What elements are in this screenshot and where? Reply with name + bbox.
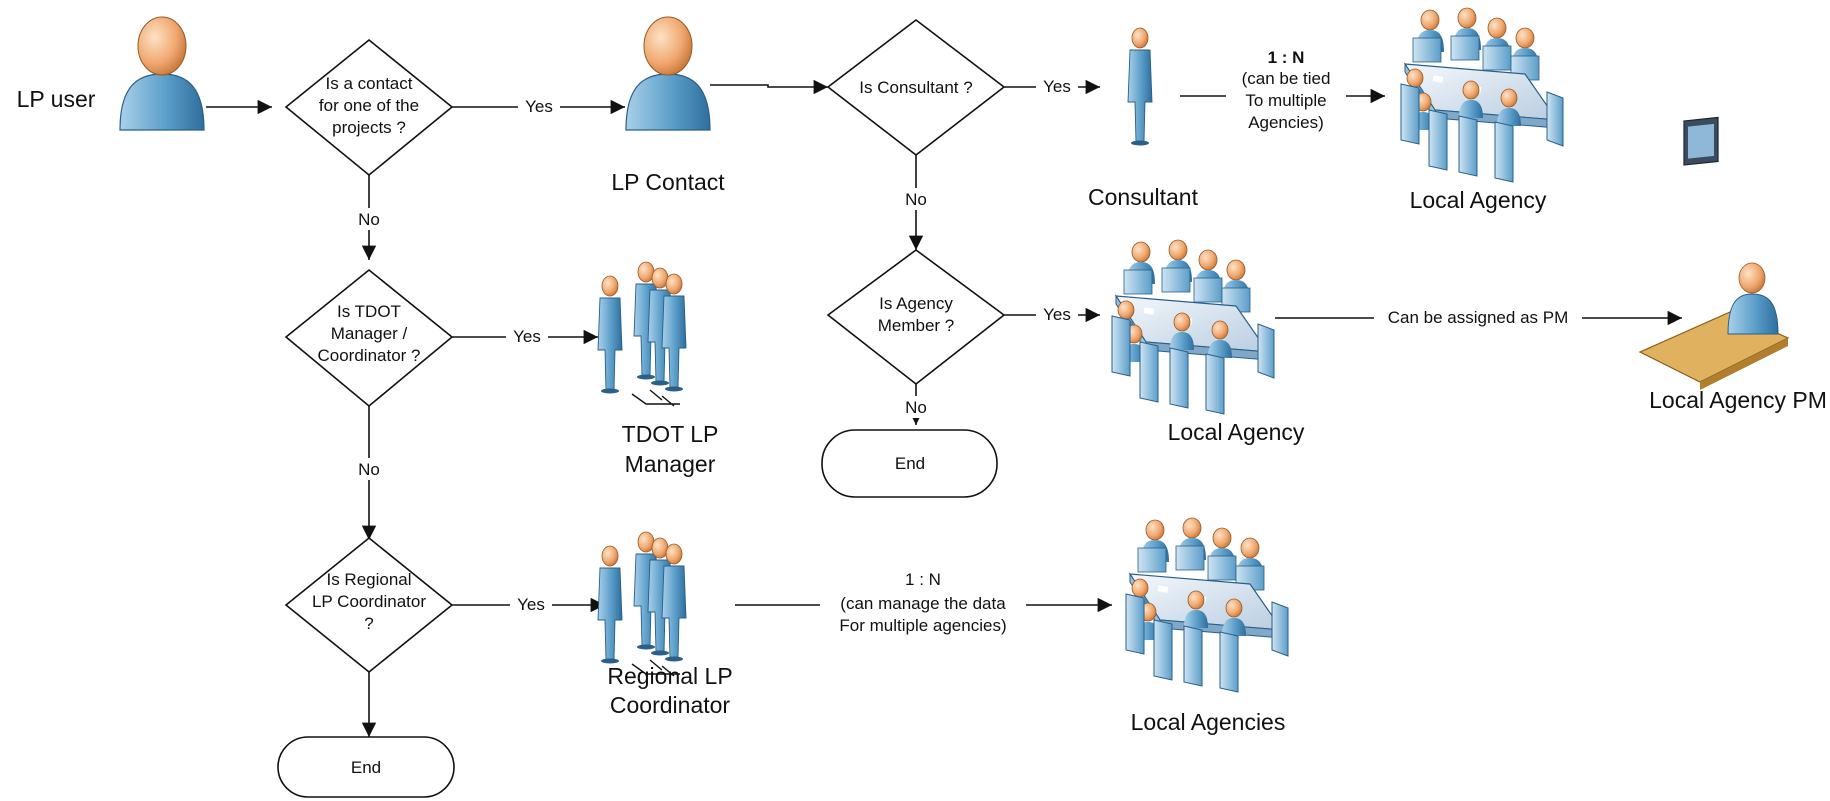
decision-is-contact-line-3: projects ? — [332, 118, 406, 137]
label-regional-yes: Yes — [517, 595, 545, 614]
local-agency-mid-label: Local Agency — [1168, 419, 1305, 445]
label-assign-pm: Can be assigned as PM — [1388, 308, 1569, 327]
local-agency-mid-figure — [1111, 239, 1275, 415]
label-consultant-note-2: To multiple — [1245, 91, 1326, 110]
label-contact-no: No — [358, 210, 380, 229]
edge-labels: Yes No Yes No Yes Yes No Yes No 1 : N (c… — [352, 42, 1582, 640]
label-tdot-no: No — [358, 460, 380, 479]
lp-contact-person-icon — [625, 16, 711, 131]
label-consultant-note-3: Agencies) — [1248, 113, 1324, 132]
meeting-table-icon — [1125, 517, 1289, 693]
label-agency-member-no: No — [905, 398, 927, 417]
decision-is-agency-line-2: Member ? — [878, 316, 955, 335]
consultant-figure — [1127, 27, 1153, 146]
lp-user-person-icon — [119, 16, 205, 131]
meeting-table-icon — [1400, 7, 1564, 183]
tdot-lp-manager-figure — [598, 262, 686, 406]
decision-is-regional-line-1: Is Regional — [326, 570, 411, 589]
label-coordinator-note-2: For multiple agencies) — [839, 616, 1006, 635]
local-agencies-label: Local Agencies — [1131, 709, 1286, 735]
tdot-lp-manager-label-line-1: TDOT LP — [622, 421, 719, 447]
label-coordinator-ratio: 1 : N — [905, 570, 941, 589]
decision-is-consultant: Is Consultant ? — [826, 18, 1006, 157]
regional-lp-coordinator-label-line-2: Coordinator — [610, 692, 731, 718]
label-agency-member-yes: Yes — [1043, 305, 1071, 324]
terminal-end-main: End — [277, 736, 455, 798]
team-people-icon — [598, 262, 686, 406]
regional-lp-coordinator-label-line-1: Regional LP — [607, 663, 732, 689]
decision-is-tdot-manager: Is TDOT Manager / Coordinator ? — [284, 268, 454, 408]
local-agency-top-label: Local Agency — [1410, 187, 1547, 213]
lp-contact-label: LP Contact — [611, 169, 725, 195]
local-agencies-figure — [1125, 517, 1289, 693]
decision-is-tdot-line-1: Is TDOT — [337, 302, 401, 321]
local-agency-pm-label: Local Agency PM — [1649, 387, 1827, 413]
label-consultant-yes: Yes — [1043, 77, 1071, 96]
regional-lp-coordinator-figure — [598, 532, 686, 676]
label-coordinator-note-1: (can manage the data — [840, 594, 1006, 613]
meeting-table-icon — [1111, 239, 1275, 415]
decision-is-contact-line-1: Is a contact — [326, 74, 413, 93]
tdot-lp-manager-label-line-2: Manager — [625, 451, 716, 477]
decision-is-contact-line-2: for one of the — [319, 96, 419, 115]
local-agency-top-figure — [1400, 7, 1564, 183]
local-agency-pm-figure — [1638, 116, 1790, 390]
decision-is-contact: Is a contact for one of the projects ? — [284, 38, 454, 177]
lp-contact-figure — [625, 16, 711, 131]
decision-is-regional-line-3: ? — [364, 614, 373, 633]
label-contact-yes: Yes — [525, 97, 553, 116]
consultant-person-icon — [1127, 27, 1153, 146]
terminal-end-agency: End — [821, 429, 998, 498]
lp-user-figure — [119, 16, 205, 131]
terminal-end-agency-label: End — [895, 454, 925, 473]
decision-is-tdot-line-2: Manager / — [331, 324, 408, 343]
decision-is-consultant-line-1: Is Consultant ? — [859, 78, 972, 97]
decision-is-agency-member: Is Agency Member ? — [826, 249, 1006, 386]
decision-is-tdot-line-3: Coordinator ? — [317, 346, 420, 365]
label-tdot-yes: Yes — [513, 327, 541, 346]
edge-contact-to-consultant-decision — [710, 79, 828, 95]
terminal-end-main-label: End — [351, 758, 381, 777]
decision-is-regional-line-2: LP Coordinator — [312, 592, 426, 611]
decision-is-regional-coordinator: Is Regional LP Coordinator ? — [284, 536, 454, 674]
label-consultant-ratio: 1 : N — [1268, 48, 1305, 67]
label-consultant-note-1: (can be tied — [1242, 69, 1331, 88]
team-people-icon — [598, 532, 686, 676]
lp-user-label: LP user — [17, 86, 96, 112]
decision-is-agency-line-1: Is Agency — [879, 294, 953, 313]
consultant-label: Consultant — [1088, 184, 1199, 210]
desk-worker-icon — [1638, 116, 1790, 390]
label-consultant-no: No — [905, 190, 927, 209]
